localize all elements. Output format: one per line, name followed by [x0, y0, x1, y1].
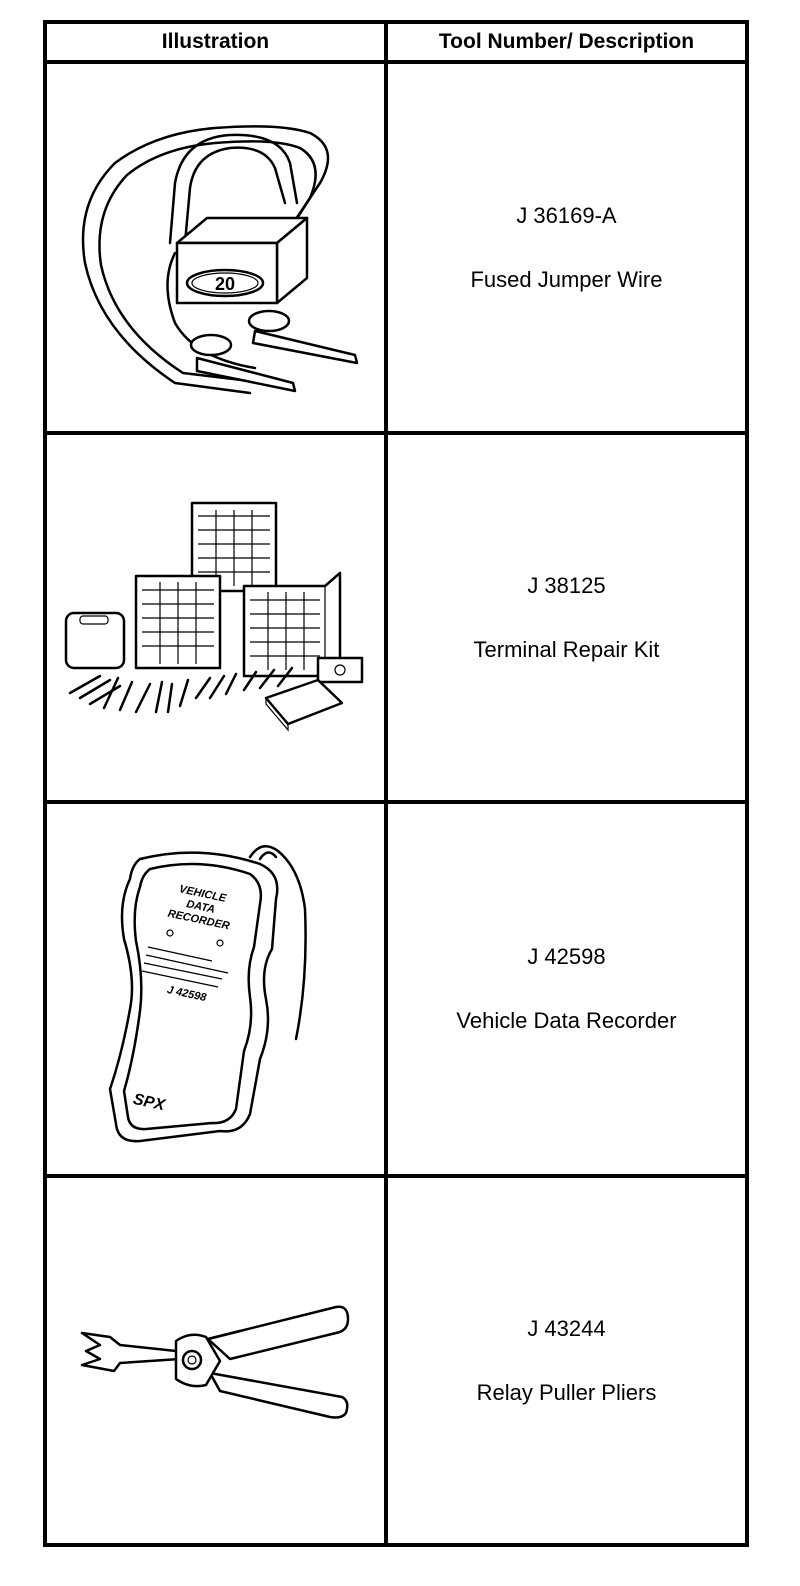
- illustration-cell: 20: [43, 60, 388, 435]
- fused-jumper-wire-illustration: 20: [82, 124, 359, 394]
- description-cell: J 42598 Vehicle Data Recorder: [383, 800, 750, 1178]
- relay-puller-pliers-illustration: [81, 1305, 350, 1419]
- description-cell: J 43244 Relay Puller Pliers: [383, 1174, 750, 1547]
- tool-number: J 36169-A: [516, 202, 617, 228]
- device-title-line2: DATA: [186, 898, 217, 916]
- tool-name: Relay Puller Pliers: [476, 1379, 657, 1405]
- illustration-cell: [43, 431, 388, 804]
- tool-name: Fused Jumper Wire: [470, 266, 663, 292]
- table-row: J 43244 Relay Puller Pliers: [43, 1174, 750, 1547]
- illustration-cell: VEHICLE DATA RECORDER J 42598 SPX: [43, 800, 388, 1178]
- tool-name: Vehicle Data Recorder: [456, 1008, 677, 1033]
- illustration-cell: [43, 1174, 388, 1547]
- tool-name: Terminal Repair Kit: [473, 636, 660, 662]
- header-row: Illustration Tool Number/ Description: [43, 20, 750, 64]
- table-row: J 38125 Terminal Repair Kit: [43, 431, 750, 804]
- table-row: VEHICLE DATA RECORDER J 42598 SPX J 4259…: [43, 800, 750, 1178]
- tool-number: J 42598: [527, 944, 606, 969]
- description-cell: J 36169-A Fused Jumper Wire: [383, 60, 750, 435]
- table-row: 20 J 36169-A Fused Jumper Wire: [43, 60, 750, 435]
- tool-number: J 43244: [527, 1315, 606, 1341]
- header-illustration: Illustration: [43, 20, 388, 64]
- header-tool-description: Tool Number/ Description: [383, 20, 750, 64]
- vehicle-data-recorder-illustration: VEHICLE DATA RECORDER J 42598 SPX: [109, 844, 308, 1143]
- terminal-repair-kit-illustration: [65, 501, 364, 732]
- tool-number: J 38125: [527, 572, 606, 598]
- tool-table: Illustration Tool Number/ Description: [43, 20, 750, 1547]
- device-brand: SPX: [132, 1091, 168, 1115]
- description-cell: J 38125 Terminal Repair Kit: [383, 431, 750, 804]
- fuse-label: 20: [215, 274, 235, 294]
